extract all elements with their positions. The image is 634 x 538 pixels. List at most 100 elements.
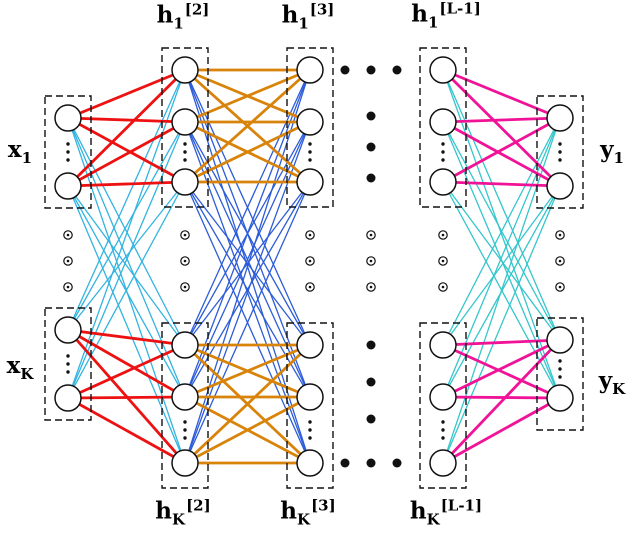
- ellipsis-dot-h1_3: [308, 158, 312, 162]
- group-box-h1_L: [419, 47, 467, 208]
- label-input-xK: xK: [7, 354, 34, 382]
- ellipsis-dot-hK_3: [308, 436, 312, 440]
- label-h1-layerL-1: h1[L-1]: [411, 0, 481, 31]
- label-h1-layer2: h1[2]: [156, 1, 210, 32]
- neuron-h1_3: [296, 168, 324, 196]
- edge-xK-to-h1_2: [67, 69, 186, 331]
- omitted-layer-dot: [366, 173, 376, 183]
- ellipsis-dot-xK: [66, 362, 70, 366]
- label-sup: [3]: [309, 0, 335, 19]
- edge-xK-to-hK_2: [67, 328, 186, 399]
- omitted-layer-dot: [340, 458, 350, 468]
- neuron-hK_2: [171, 383, 199, 411]
- label-base: y: [600, 136, 614, 163]
- edge-h1_2-to-h1_3: [184, 68, 311, 184]
- edge-hK_2-to-h1_3: [184, 121, 311, 398]
- neuron-h1_L: [429, 108, 457, 136]
- block-separator-dot-center: [558, 259, 562, 263]
- group-box-hK_L: [419, 322, 467, 489]
- label-sub: K: [612, 380, 626, 398]
- block-separator-dot-center: [66, 285, 70, 289]
- edge-x1-to-hK_2: [67, 117, 186, 398]
- label-sub: 1: [613, 149, 624, 167]
- label-sub: K: [172, 510, 186, 529]
- label-hK-layer3: hK[3]: [280, 496, 336, 528]
- edge-xK-to-hK_2: [67, 343, 186, 400]
- ellipsis-dot-y1: [558, 150, 562, 154]
- block-separator-dot-center: [66, 259, 70, 263]
- edge-hK_2-to-h1_3: [184, 69, 311, 398]
- edge-x1-to-h1_2: [67, 68, 186, 120]
- edge-h1_L-to-y1: [442, 180, 561, 188]
- group-box-hK_2: [161, 322, 209, 489]
- label-base: h: [409, 497, 427, 525]
- edge-xK-to-hK_2: [67, 395, 186, 400]
- neuron-h1_3: [296, 56, 324, 84]
- label-sub: 1: [298, 14, 309, 33]
- block-separator-dot-center: [308, 285, 312, 289]
- ellipsis-dot-x1: [66, 150, 70, 154]
- neuron-h1_2: [171, 56, 199, 84]
- edge-x1-to-hK_2: [67, 117, 186, 346]
- edge-x1-to-h1_2: [67, 180, 186, 188]
- label-base: h: [411, 0, 428, 28]
- edge-hK_2-to-hK_3: [184, 343, 311, 399]
- label-base: h: [156, 1, 174, 29]
- edge-x1-to-hK_2: [67, 185, 186, 346]
- group-box-h1_2: [161, 47, 209, 208]
- omitted-layer-dot: [392, 458, 402, 468]
- edge-hK_L-to-yK: [442, 395, 561, 400]
- edge-hK_L-to-yK: [442, 343, 561, 400]
- ellipsis-dot-x1: [66, 142, 70, 146]
- edge-hK_L-to-yK: [441, 339, 562, 464]
- label-h1-layer3: h1[3]: [281, 0, 335, 33]
- label-base: x: [6, 352, 21, 379]
- label-base: h: [280, 497, 298, 525]
- neuron-yK: [546, 326, 574, 354]
- label-sub: K: [426, 510, 440, 529]
- edge-hK_2-to-h1_3: [184, 181, 311, 346]
- ellipsis-dot-hK_3: [308, 420, 312, 424]
- label-sup: [2]: [186, 496, 211, 515]
- block-separator-dot-center: [369, 233, 373, 237]
- neuron-hK_L: [429, 331, 457, 359]
- block-separator-dot-center: [183, 259, 187, 263]
- block-separator-dot-center: [308, 233, 312, 237]
- group-box-x1: [44, 95, 92, 209]
- ellipsis-dot-xK: [66, 354, 70, 358]
- label-sup: [3]: [311, 496, 336, 515]
- group-box-yK: [536, 317, 584, 431]
- neuron-hK_2: [171, 449, 199, 477]
- group-box-hK_3: [286, 322, 334, 489]
- ellipsis-dot-hK_L: [441, 428, 445, 432]
- block-separator-dot-center: [558, 285, 562, 289]
- edge-hK_L-to-yK: [442, 396, 561, 465]
- ellipsis-dot-h1_L: [441, 150, 445, 154]
- block-separator-dot-center: [441, 285, 445, 289]
- edge-hK_2-to-hK_3: [184, 343, 311, 465]
- label-base: h: [281, 1, 299, 29]
- ellipsis-dot-hK_L: [441, 420, 445, 424]
- edge-hK_L-to-y1: [442, 185, 561, 464]
- ellipsis-dot-h1_2: [183, 158, 187, 162]
- edge-hK_L-to-y1: [442, 185, 561, 346]
- block-separator-dot-center: [183, 233, 187, 237]
- label-sup: [L-1]: [440, 496, 483, 515]
- ellipsis-dot-h1_3: [308, 142, 312, 146]
- ellipsis-dot-y1: [558, 142, 562, 146]
- neuron-xK: [54, 316, 82, 344]
- group-box-h1_3: [286, 47, 334, 208]
- block-separator-dot-center: [369, 259, 373, 263]
- ellipsis-dot-hK_3: [308, 428, 312, 432]
- neuron-hK_3: [296, 449, 324, 477]
- neuron-h1_2: [171, 168, 199, 196]
- edge-xK-to-h1_2: [67, 181, 186, 331]
- edge-hK_2-to-h1_3: [184, 181, 311, 464]
- edge-h1_L-to-y1: [442, 116, 561, 184]
- edge-hK_2-to-hK_3: [184, 395, 311, 465]
- edge-x1-to-hK_2: [67, 185, 186, 464]
- edge-h1_2-to-h1_3: [184, 68, 311, 124]
- block-separator-dot-center: [441, 259, 445, 263]
- edge-x1-to-hK_2: [67, 185, 186, 398]
- omitted-layer-dot: [366, 340, 376, 350]
